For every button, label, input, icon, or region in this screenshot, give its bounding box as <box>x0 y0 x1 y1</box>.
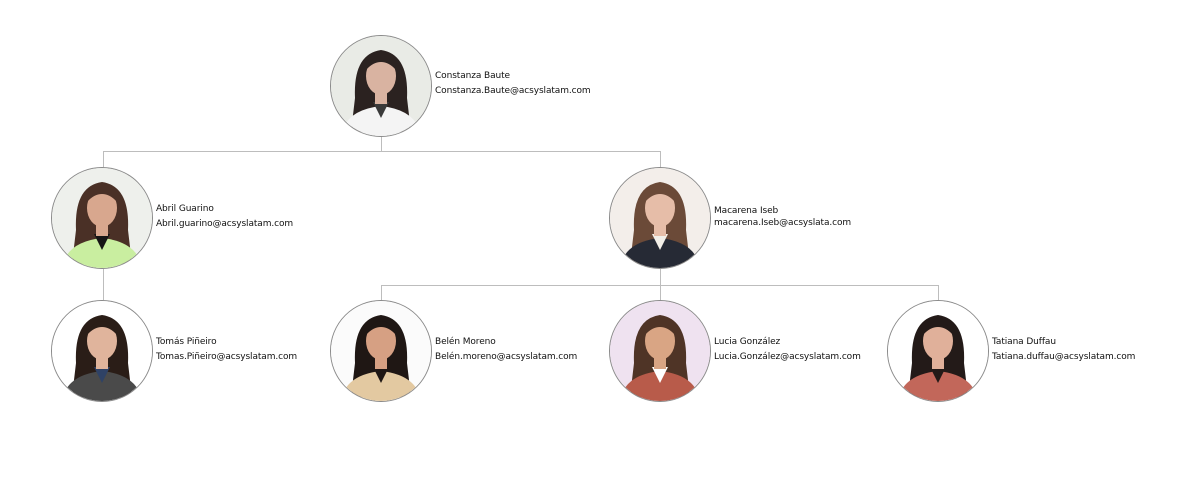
connector-to-lucia <box>660 285 661 300</box>
person-name: Macarena Iseb <box>714 206 779 216</box>
person-name: Belén Moreno <box>435 337 496 347</box>
person-portrait-icon <box>331 36 431 136</box>
person-portrait-icon <box>52 168 152 268</box>
avatar-photo <box>887 300 989 402</box>
connector-abril-to-tomas <box>103 269 104 300</box>
person-name: Tomás Piñeiro <box>156 337 217 347</box>
avatar-photo <box>330 35 432 137</box>
person-portrait-icon <box>888 301 988 401</box>
connector-macarena-down <box>660 269 661 285</box>
person-email[interactable]: Constanza.Baute@acsyslatam.com <box>435 86 591 96</box>
person-portrait-icon <box>610 301 710 401</box>
org-node-lucia-gonzalez[interactable]: Lucia González Lucia.González@acsyslatam… <box>609 300 929 404</box>
node-info: Lucia González Lucia.González@acsyslatam… <box>714 335 861 365</box>
person-email[interactable]: Lucia.González@acsyslatam.com <box>714 352 861 362</box>
person-name: Abril Guarino <box>156 204 214 214</box>
connector-to-tatiana <box>938 285 939 300</box>
person-name: Tatiana Duffau <box>992 337 1056 347</box>
connector-level1-bar <box>103 151 660 152</box>
person-name: Lucia González <box>714 337 781 347</box>
avatar-photo <box>609 300 711 402</box>
avatar-photo <box>51 167 153 269</box>
connector-to-macarena <box>660 151 661 167</box>
org-node-constanza-baute[interactable]: Constanza Baute Constanza.Baute@acsyslat… <box>330 35 650 139</box>
node-info: Belén Moreno Belén.moreno@acsyslatam.com <box>435 335 577 365</box>
avatar-photo <box>330 300 432 402</box>
person-email[interactable]: Belén.moreno@acsyslatam.com <box>435 352 578 362</box>
connector-to-belen <box>381 285 382 300</box>
org-node-tomas-pineiro[interactable]: Tomás Piñeiro Tomas.Piñeiro@acsyslatam.c… <box>51 300 371 404</box>
org-node-abril-guarino[interactable]: Abril Guarino Abril.guarino@acsyslatam.c… <box>51 167 371 271</box>
person-name: Constanza Baute <box>435 71 510 81</box>
avatar-photo <box>51 300 153 402</box>
node-info: Abril Guarino Abril.guarino@acsyslatam.c… <box>156 202 293 232</box>
connector-level2-bar <box>381 285 938 286</box>
person-email[interactable]: Abril.guarino@acsyslatam.com <box>156 219 294 229</box>
person-portrait-icon <box>331 301 431 401</box>
org-node-tatiana-duffau[interactable]: Tatiana Duffau Tatiana.duffau@acsyslatam… <box>887 300 1193 404</box>
person-email[interactable]: macarena.Iseb@acsyslata.com <box>714 218 852 228</box>
connector-root-down <box>381 136 382 151</box>
org-node-macarena-iseb[interactable]: Macarena Iseb macarena.Iseb@acsyslata.co… <box>609 167 929 271</box>
node-info: Macarena Iseb macarena.Iseb@acsyslata.co… <box>714 205 851 229</box>
person-portrait-icon <box>610 168 710 268</box>
node-info: Tomás Piñeiro Tomas.Piñeiro@acsyslatam.c… <box>156 335 297 365</box>
avatar-photo <box>609 167 711 269</box>
person-portrait-icon <box>52 301 152 401</box>
person-email[interactable]: Tomas.Piñeiro@acsyslatam.com <box>156 352 298 362</box>
connector-to-abril <box>103 151 104 167</box>
node-info: Constanza Baute Constanza.Baute@acsyslat… <box>435 69 591 99</box>
person-email[interactable]: Tatiana.duffau@acsyslatam.com <box>992 352 1136 362</box>
org-node-belen-moreno[interactable]: Belén Moreno Belén.moreno@acsyslatam.com <box>330 300 650 404</box>
node-info: Tatiana Duffau Tatiana.duffau@acsyslatam… <box>992 335 1135 365</box>
